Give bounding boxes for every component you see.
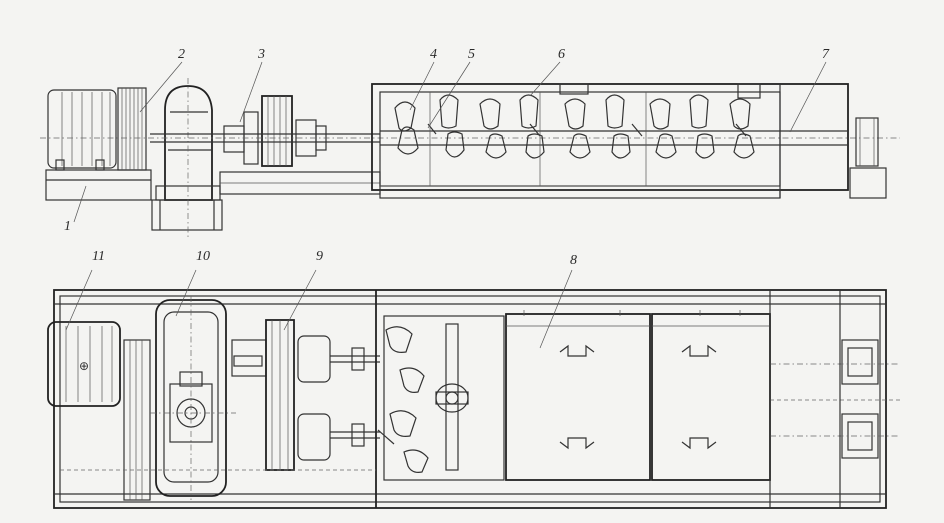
trough-bay-1 [505,313,651,481]
motor-side [47,89,117,169]
trough-bay-2 [651,313,771,481]
gearbox-side [164,85,213,201]
plan-frame [53,289,887,509]
elevation-view [40,61,900,238]
trough-body [371,83,849,191]
motor-plan [47,321,121,407]
base-frame [45,169,152,201]
callout-11: 11 [92,249,105,264]
callout-6: 6 [558,47,565,62]
gearbox-plan [155,299,227,497]
callout-3: 3 [258,47,265,62]
plan-view: ⊕ [47,269,900,509]
callout-1: 1 [64,219,71,234]
callout-9: 9 [316,249,323,264]
callout-4: 4 [430,47,437,62]
callout-2: 2 [178,47,185,62]
coupling-flywheel [261,95,293,167]
paddle-blades-elevation [394,94,755,159]
svg-text:⊕: ⊕ [79,359,89,373]
paddle-blades-plan [377,326,429,473]
end-bearing [855,117,879,167]
belt-guard [117,87,147,171]
callout-8: 8 [570,253,577,268]
callout-7: 7 [822,47,829,62]
callout-10: 10 [196,249,210,264]
callout-5: 5 [468,47,475,62]
